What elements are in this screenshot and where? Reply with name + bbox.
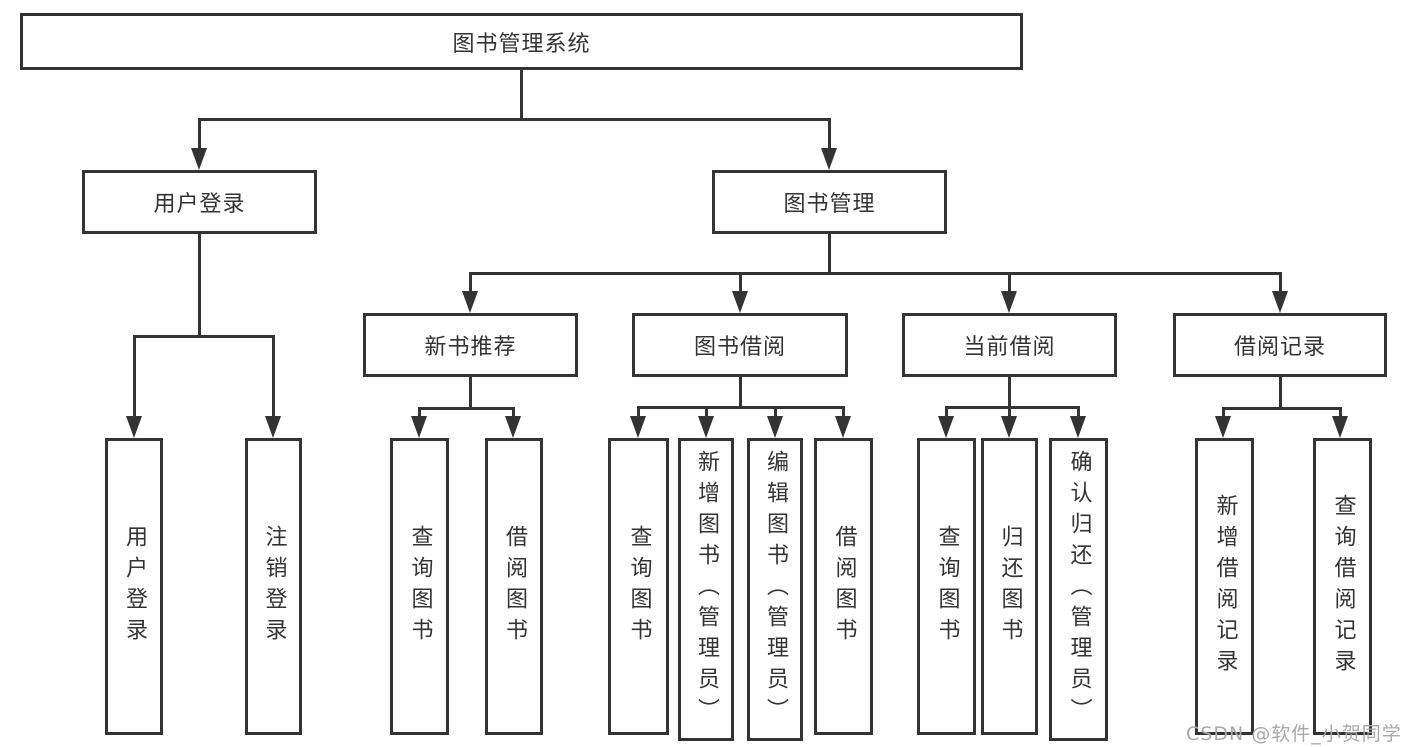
connector-line-v	[512, 407, 515, 416]
connector-line-v	[520, 70, 523, 118]
connector-line-v	[469, 272, 472, 291]
arrow-down-icon	[938, 416, 954, 438]
connector-line-v	[739, 272, 742, 291]
connector-line-v	[842, 406, 845, 416]
node-borrowing-records: 借阅记录	[1173, 313, 1387, 377]
csdn-watermark: CSDN @软件_小贺同学	[1186, 723, 1402, 745]
connector-line-v	[469, 377, 472, 407]
arrow-down-icon	[191, 148, 207, 170]
connector-line-h	[945, 406, 1080, 409]
connector-line-v	[198, 234, 201, 335]
connector-line-v	[1008, 272, 1011, 291]
leaf-cb-confirm-return-admin: 确认归还（管理员）	[1049, 438, 1108, 741]
connector-line-v	[1279, 377, 1282, 407]
leaf-cb-return-books: 归还图书	[981, 438, 1038, 735]
connector-line-v	[637, 406, 640, 416]
arrow-down-icon	[1215, 416, 1231, 438]
arrow-down-icon	[767, 416, 783, 438]
connector-line-v	[1279, 272, 1282, 291]
connector-line-v	[1077, 406, 1080, 416]
connector-line-v	[1008, 406, 1011, 416]
leaf-logout: 注销登录	[245, 438, 302, 735]
leaf-user-login: 用户登录	[105, 438, 163, 735]
connector-line-v	[1222, 407, 1225, 416]
arrow-down-icon	[1001, 416, 1017, 438]
leaf-br-add-record: 新增借阅记录	[1195, 438, 1254, 735]
node-new-book-recommend: 新书推荐	[363, 313, 578, 377]
connector-line-v	[828, 234, 831, 272]
arrow-down-icon	[462, 291, 478, 313]
connector-line-v	[774, 406, 777, 416]
arrow-down-icon	[126, 416, 142, 438]
arrow-down-icon	[265, 416, 281, 438]
arrow-down-icon	[698, 416, 714, 438]
leaf-bb-edit-books-admin: 编辑图书（管理员）	[747, 438, 803, 741]
arrow-down-icon	[630, 416, 646, 438]
node-user-login-group: 用户登录	[82, 170, 317, 234]
connector-line-v	[739, 377, 742, 406]
node-root: 图书管理系统	[20, 13, 1023, 70]
arrow-down-icon	[411, 416, 427, 438]
connector-line-h	[133, 335, 275, 338]
connector-line-v	[828, 118, 831, 150]
leaf-bb-borrow-books: 借阅图书	[814, 438, 873, 735]
leaf-nbr-query-books: 查询图书	[390, 438, 449, 735]
connector-line-h	[1222, 407, 1342, 410]
leaf-cb-query-books: 查询图书	[917, 438, 976, 735]
leaf-nbr-borrow-books: 借阅图书	[485, 438, 543, 735]
connector-line-v	[198, 118, 201, 150]
node-book-borrowing: 图书借阅	[632, 313, 848, 377]
connector-line-h	[198, 118, 831, 121]
connector-line-h	[469, 272, 1282, 275]
connector-line-v	[1008, 377, 1011, 406]
node-current-borrowing: 当前借阅	[902, 313, 1117, 377]
connector-line-v	[272, 335, 275, 416]
arrow-down-icon	[505, 416, 521, 438]
arrow-down-icon	[1001, 291, 1017, 313]
arrow-down-icon	[821, 148, 837, 170]
node-book-management: 图书管理	[712, 170, 947, 234]
connector-line-v	[945, 406, 948, 416]
arrow-down-icon	[1332, 416, 1348, 438]
connector-line-v	[133, 335, 136, 416]
arrow-down-icon	[835, 416, 851, 438]
arrow-down-icon	[1272, 291, 1288, 313]
connector-line-v	[1339, 407, 1342, 416]
leaf-br-query-record: 查询借阅记录	[1313, 438, 1372, 735]
arrow-down-icon	[732, 291, 748, 313]
connector-line-v	[705, 406, 708, 416]
leaf-bb-query-books: 查询图书	[608, 438, 669, 735]
leaf-bb-add-books-admin: 新增图书（管理员）	[678, 438, 734, 741]
connector-line-h	[418, 407, 515, 410]
arrow-down-icon	[1070, 416, 1086, 438]
connector-line-h	[637, 406, 845, 409]
connector-line-v	[418, 407, 421, 416]
